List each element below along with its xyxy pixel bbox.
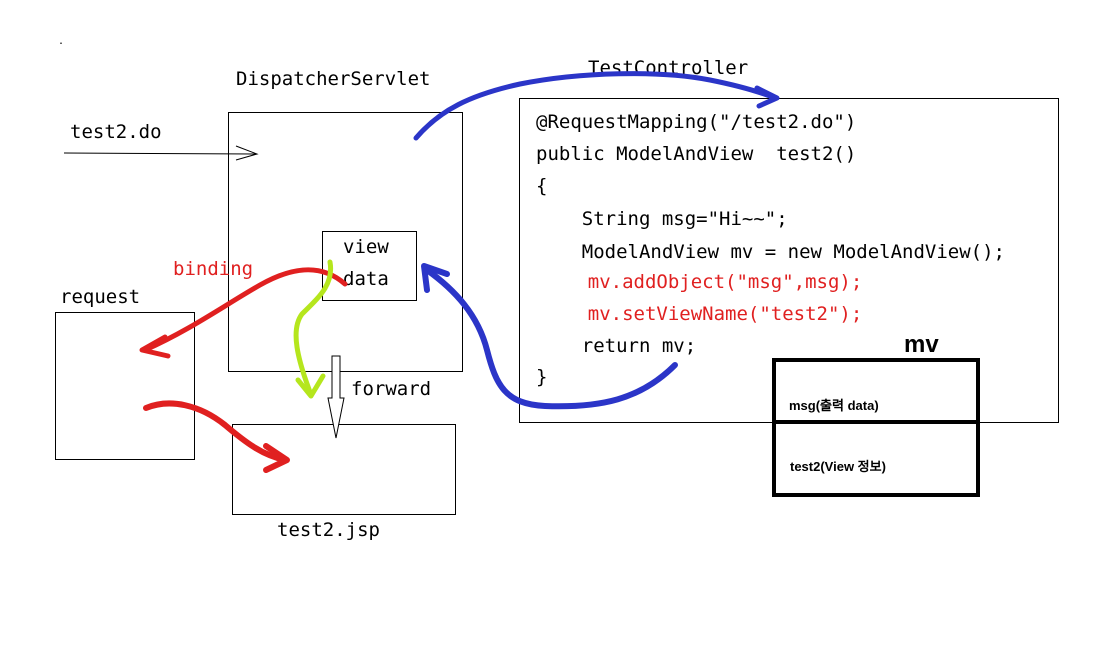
jsp-box (232, 424, 456, 515)
mv-title: mv (904, 331, 939, 358)
code-line-signature: public ModelAndView test2() (536, 143, 857, 165)
code-line-msg: String msg="Hi~~"; (536, 208, 788, 230)
code-line-close-brace: } (536, 366, 548, 388)
code-line-add-object: mv.addObject("msg",msg); (542, 271, 863, 293)
dispatcher-box (228, 112, 463, 372)
mv-divider (772, 420, 980, 424)
forward-arrow (327, 355, 345, 439)
red-binding-arrow (139, 267, 348, 359)
view-label: view (343, 236, 389, 258)
code-line-new-mv: ModelAndView mv = new ModelAndView(); (536, 241, 1005, 263)
jsp-title: test2.jsp (277, 519, 380, 541)
request-title: request (60, 286, 141, 308)
mv-row-data: msg(출력 data) (789, 398, 879, 413)
incoming-arrow (63, 145, 259, 161)
mv-row-view: test2(View 정보) (790, 459, 886, 474)
blue-arrow-return (421, 263, 678, 410)
stray-dot: . (58, 36, 65, 47)
code-line-set-view: mv.setViewName("test2"); (542, 303, 863, 325)
code-line-open-brace: { (536, 175, 548, 197)
code-line-mapping: @RequestMapping("/test2.do") (536, 111, 857, 133)
request-url-label: test2.do (70, 121, 162, 143)
green-arrow (293, 259, 334, 399)
binding-label: binding (173, 258, 254, 280)
red-jsp-arrow (143, 400, 290, 473)
blue-arrow-to-controller (413, 71, 780, 141)
dispatcher-title: DispatcherServlet (236, 68, 431, 90)
forward-label: forward (351, 378, 432, 400)
data-label: data (343, 268, 389, 290)
request-box (55, 312, 195, 460)
code-line-return: return mv; (536, 335, 697, 357)
mv-box (772, 358, 980, 497)
view-data-box (322, 231, 417, 301)
